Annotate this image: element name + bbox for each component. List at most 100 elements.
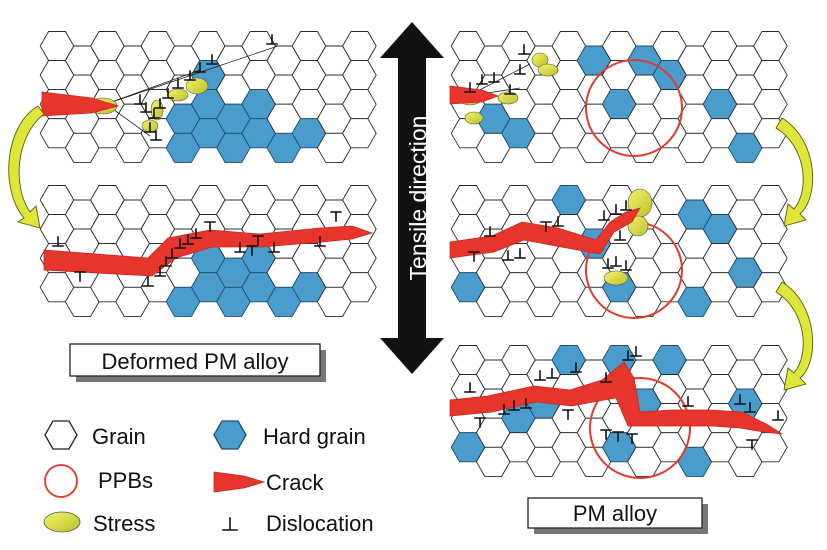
dislocation-symbol (772, 410, 784, 421)
dislocation-symbol (468, 251, 480, 262)
dislocation-symbol (600, 372, 612, 383)
dislocation-symbol (252, 235, 264, 246)
dislocation-symbol (746, 439, 758, 450)
dislocation-symbol (514, 248, 526, 259)
ppb-circle-bottom-right (589, 377, 691, 479)
dislocation-symbol (498, 404, 510, 415)
dislocation-symbol (552, 216, 564, 227)
dislocation-symbol (184, 70, 196, 81)
legend-stress-label: Stress (93, 511, 155, 536)
legend-stress-icon (43, 511, 81, 533)
tensile-arrow: Tensile direction (380, 22, 444, 374)
dislocation-symbol (234, 242, 246, 253)
dislocation-symbol (150, 130, 162, 141)
dislocation-symbol (514, 64, 526, 75)
dislocation-symbol (546, 368, 558, 379)
dislocation-symbol (148, 108, 160, 119)
dislocation-symbol (504, 84, 516, 95)
dislocation-symbol (744, 402, 756, 413)
dislocation-symbol (464, 382, 476, 393)
curve-arrow-right-upper (775, 117, 814, 227)
caption-left: Deformed PM alloy (69, 343, 326, 382)
legend-hard-grain-label: Hard grain (263, 424, 366, 449)
dislocation-symbol (190, 228, 202, 239)
dislocation-symbol (166, 248, 178, 259)
dislocation-symbol (52, 236, 64, 247)
dislocation-symbol (610, 256, 622, 267)
dislocation-symbol (162, 88, 174, 99)
dislocation-symbol (540, 221, 552, 232)
dislocation-symbol (518, 44, 530, 55)
legend: Grain Hard grain PPBs Crack Stress Dislo… (43, 420, 374, 536)
dislocation-symbol (622, 350, 634, 361)
dislocation-symbol (598, 210, 610, 221)
grain (753, 272, 788, 303)
dislocation-symbol (474, 417, 486, 428)
cracks (41, 85, 783, 435)
crack-middle-right (449, 207, 641, 259)
dislocation-symbol (508, 400, 520, 411)
dislocation-symbol (314, 236, 326, 247)
dislocation-symbol (488, 72, 500, 83)
dislocation-symbol (600, 429, 612, 440)
dislocation-symbol (734, 394, 746, 405)
legend-dislocation-label: Dislocation (266, 511, 374, 536)
dislocation-symbol (134, 94, 146, 105)
legend-hard-grain-icon (213, 420, 247, 450)
caption-right-text: PM alloy (573, 501, 657, 526)
grain-field-middle-right (450, 185, 788, 317)
legend-crack-icon (213, 471, 266, 493)
legend-dislocation-icon (222, 517, 238, 531)
dislocation-symbol (682, 396, 694, 407)
dislocation-symbol (142, 276, 154, 287)
curve-arrow-right-lower (775, 281, 814, 391)
dislocation-symbol (194, 62, 206, 73)
dislocation-symbol (562, 409, 574, 420)
ppb-circle-top-right (585, 59, 683, 157)
dislocation-symbol (246, 245, 258, 256)
dislocation-symbol (172, 78, 184, 89)
dislocation-symbol (160, 256, 172, 267)
legend-grain-icon (44, 420, 78, 450)
dislocation-symbol (174, 238, 186, 249)
grain-field-bottom-right (450, 345, 788, 477)
crack-top-right (449, 85, 500, 105)
crack-bottom-right (449, 361, 783, 435)
dislocation-symbol (612, 431, 624, 442)
dislocation-symbol (182, 234, 194, 245)
dislocation-symbol (602, 258, 614, 269)
dislocation-symbol (534, 370, 546, 381)
grain-field-bottom-left (39, 185, 377, 317)
dislocation-symbol (626, 433, 638, 444)
dislocation-symbol (502, 250, 514, 261)
dislocation-symbol (268, 242, 280, 253)
dislocation-symbol (140, 102, 152, 113)
dislocations (52, 34, 784, 450)
dislocation-symbol (614, 230, 626, 241)
dislocation-symbol (464, 82, 476, 93)
legend-ppbs-label: PPBs (98, 468, 153, 493)
legend-ppbs-icon (44, 464, 78, 498)
dislocation-symbol (204, 221, 216, 232)
dislocation-symbol (520, 398, 532, 409)
transition-arrows (8, 105, 814, 391)
legend-crack-label: Crack (266, 470, 324, 495)
dislocation-symbol (476, 74, 488, 85)
legend-grain-label: Grain (92, 424, 146, 449)
grain (342, 272, 377, 303)
crack-bottom-left (43, 225, 374, 277)
dislocation-symbol (484, 226, 496, 237)
dislocation-symbol (74, 271, 86, 282)
caption-left-text: Deformed PM alloy (101, 349, 288, 374)
dislocation-symbol (266, 34, 278, 45)
dislocation-symbol (570, 362, 582, 373)
dislocation-symbol (630, 346, 642, 357)
dislocation-symbol (154, 98, 166, 109)
dislocation-symbol (620, 200, 632, 211)
dislocation-symbol (154, 266, 166, 277)
grain-field-top-left (39, 31, 377, 163)
dislocation-symbol (330, 211, 342, 222)
curve-arrow-left (8, 105, 45, 229)
